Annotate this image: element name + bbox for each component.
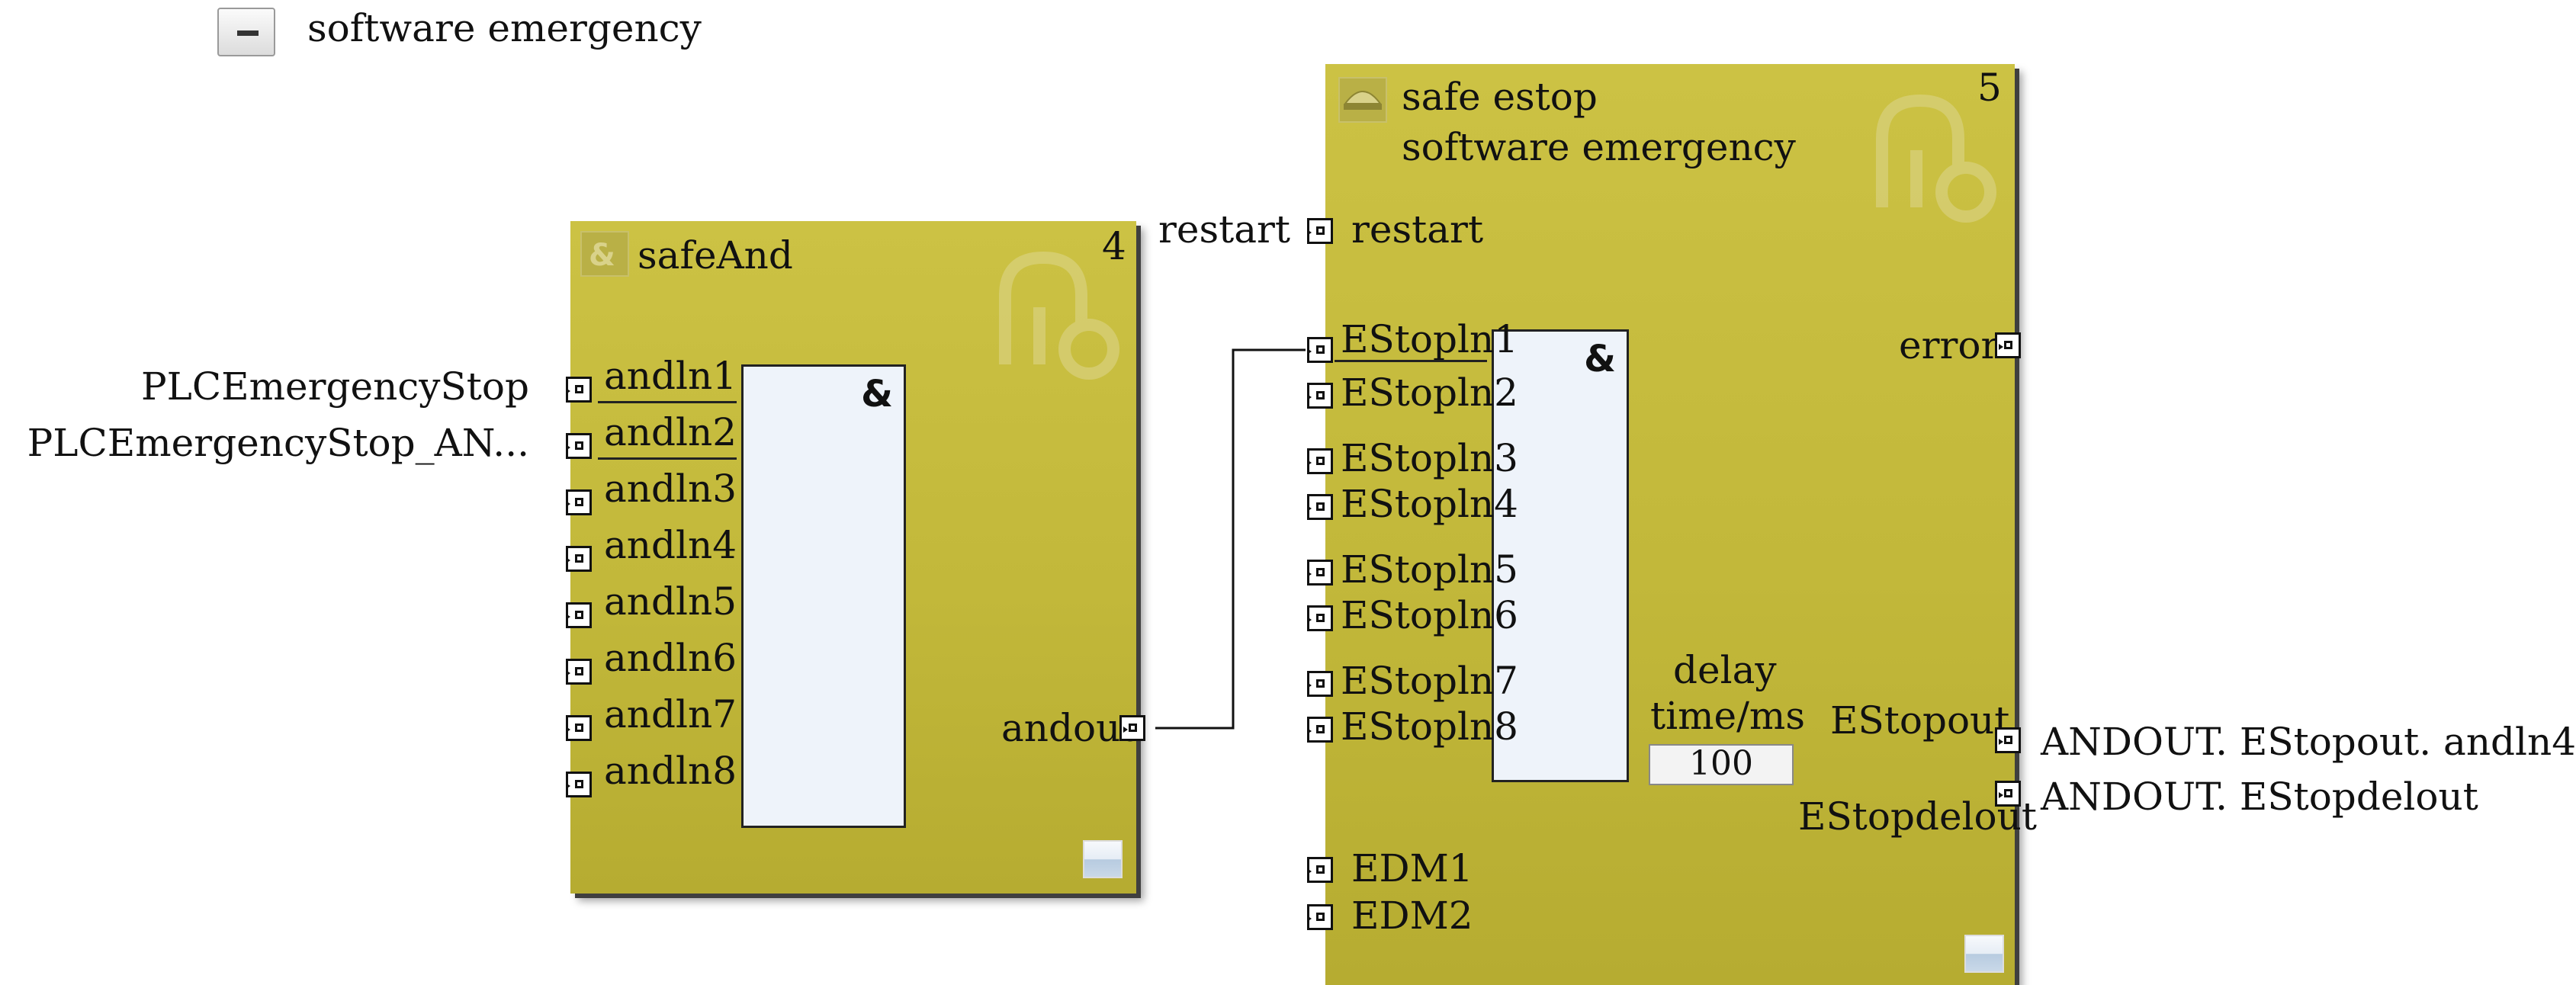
input-label-estopln8: EStopln8 xyxy=(1341,704,1518,749)
delay-time-input[interactable]: 100 xyxy=(1649,744,1794,785)
pin-estopln1[interactable] xyxy=(1307,337,1333,363)
safe-estop-title: safe estop xyxy=(1402,75,1598,119)
collapse-button[interactable] xyxy=(217,8,275,56)
output-label-error: error xyxy=(1899,323,1999,367)
pin-estopln8[interactable] xyxy=(1307,717,1333,743)
pin-andln3[interactable] xyxy=(566,489,592,515)
andln2-connector xyxy=(598,457,737,460)
svg-text:&: & xyxy=(589,238,615,273)
estop-block-icon xyxy=(1338,76,1388,124)
external-input-restart: restart xyxy=(1158,207,1290,252)
pin-andln7[interactable] xyxy=(566,715,592,741)
resize-handle[interactable] xyxy=(1964,935,2004,973)
input-label-andln7: andln7 xyxy=(604,692,737,736)
pin-edm2[interactable] xyxy=(1307,904,1333,930)
external-input-plcemergencystop: PLCEmergencyStop xyxy=(140,364,529,409)
pin-estopln7[interactable] xyxy=(1307,671,1333,697)
pin-andln4[interactable] xyxy=(566,546,592,572)
input-label-estopln4: EStopln4 xyxy=(1341,482,1518,526)
input-label-andln4: andln4 xyxy=(604,523,737,567)
pin-andln6[interactable] xyxy=(566,659,592,685)
pin-estopdelout[interactable] xyxy=(1995,781,2021,807)
header-label: software emergency xyxy=(307,6,702,50)
pin-estopln5[interactable] xyxy=(1307,560,1333,586)
input-label-andln3: andln3 xyxy=(604,467,737,511)
input-label-restart: restart xyxy=(1351,207,1484,252)
external-output-estopout: ANDOUT. EStopout. andln4 xyxy=(2041,720,2576,764)
safe-and-number: 4 xyxy=(1102,224,1126,268)
pin-andln2[interactable] xyxy=(566,433,592,459)
safe-estop-subtitle: software emergency xyxy=(1402,125,1796,169)
safe-estop-number: 5 xyxy=(1977,66,2002,110)
input-label-edm1: EDM1 xyxy=(1351,846,1473,890)
pin-error[interactable] xyxy=(1995,332,2021,358)
output-label-estopout: EStopout xyxy=(1830,698,2010,743)
safe-estop-block[interactable]: safe estop software emergency 5 restart … xyxy=(1307,64,2037,985)
pin-estopln4[interactable] xyxy=(1307,494,1333,520)
input-label-estopln3: EStopln3 xyxy=(1341,436,1518,480)
pin-estopln3[interactable] xyxy=(1307,448,1333,474)
delay-unit-label: time/ms xyxy=(1650,694,1806,738)
gear-watermark-icon xyxy=(1876,94,1996,223)
pin-andln8[interactable] xyxy=(566,772,592,797)
safe-and-title: safeAnd xyxy=(638,233,793,278)
input-label-andln1: andln1 xyxy=(604,354,737,398)
input-label-estopln2: EStopln2 xyxy=(1341,371,1518,415)
delay-label: delay xyxy=(1673,648,1777,692)
input-label-estopln7: EStopln7 xyxy=(1341,659,1518,703)
estop-gate-symbol: & xyxy=(1584,338,1616,380)
pin-restart[interactable] xyxy=(1307,218,1333,244)
pin-edm1[interactable] xyxy=(1307,857,1333,883)
input-label-estopln1: EStopln1 xyxy=(1341,317,1518,361)
pin-estopout[interactable] xyxy=(1995,727,2021,753)
external-input-plcemergencystop-and: PLCEmergencyStop_AN... xyxy=(27,421,529,465)
input-label-estopln6: EStopln6 xyxy=(1341,593,1518,637)
output-label-andout: andout xyxy=(1001,706,1136,750)
pin-estopln6[interactable] xyxy=(1307,605,1333,631)
input-label-andln6: andln6 xyxy=(604,636,737,680)
pin-andln1[interactable] xyxy=(566,377,592,403)
andln1-connector xyxy=(598,401,737,403)
input-label-edm2: EDM2 xyxy=(1351,894,1473,938)
input-label-andln5: andln5 xyxy=(604,579,737,624)
safe-and-gate[interactable]: & xyxy=(741,364,906,828)
input-label-andln8: andln8 xyxy=(604,749,737,793)
pin-estopln2[interactable] xyxy=(1307,383,1333,409)
resize-handle[interactable] xyxy=(1083,840,1123,878)
external-output-estopdelout: ANDOUT. EStopdelout xyxy=(2041,775,2478,819)
safe-and-block[interactable]: & safeAnd 4 & andln1 andln2 andln3 andln… xyxy=(566,221,1145,894)
safe-estop-gate[interactable]: & xyxy=(1492,329,1629,782)
wire-andout-to-estopln1 xyxy=(1155,348,1306,730)
pin-andout[interactable] xyxy=(1119,715,1145,741)
estopln1-connector xyxy=(1335,360,1487,362)
gear-watermark-icon xyxy=(999,251,1119,380)
pin-andln5[interactable] xyxy=(566,602,592,628)
input-label-andln2: andln2 xyxy=(604,410,737,454)
input-label-estopln5: EStopln5 xyxy=(1341,547,1518,592)
and-block-icon: & xyxy=(580,230,630,278)
and-gate-symbol: & xyxy=(861,373,893,415)
